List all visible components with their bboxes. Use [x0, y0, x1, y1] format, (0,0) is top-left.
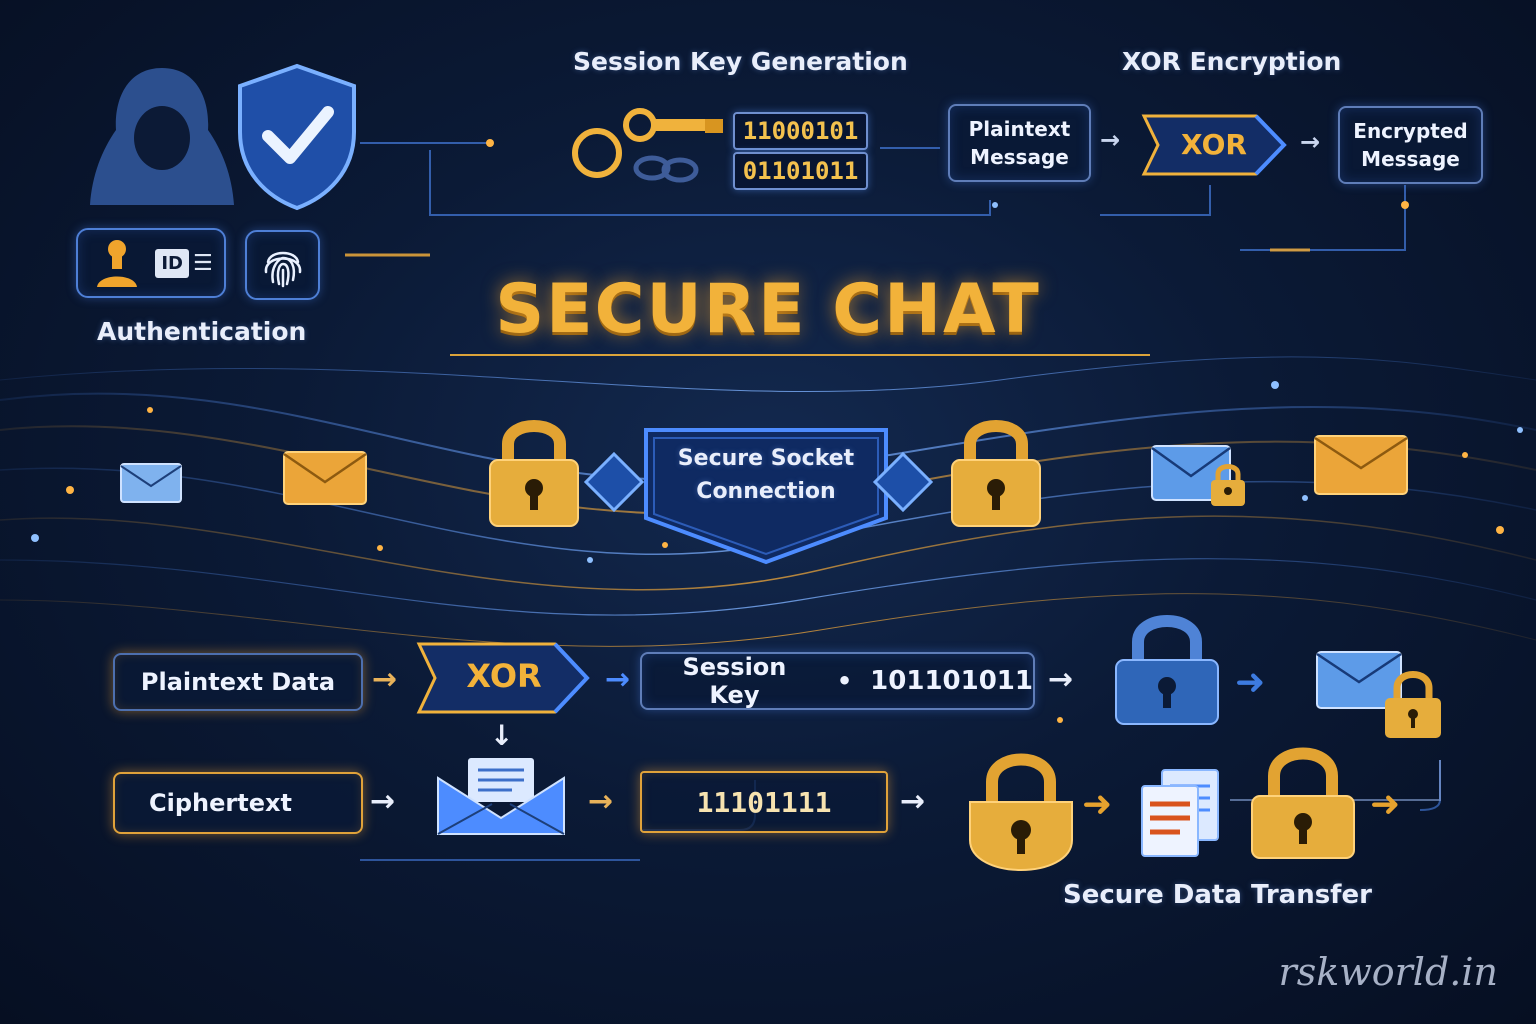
binary-value-2: 01101011	[733, 152, 868, 190]
arrow-to-blue-lock: →	[1048, 662, 1074, 697]
user-badge-icon	[97, 240, 138, 287]
plaintext-message-box: Plaintext Message	[948, 104, 1091, 182]
separator-dot: •	[836, 667, 853, 695]
arrow-to-documents: ➜	[1082, 784, 1113, 825]
xor-label-bottom: XOR	[466, 657, 542, 695]
xor-label-top: XOR	[1181, 128, 1247, 161]
envelope-icon	[120, 463, 182, 503]
id-lines-icon: ☰	[192, 250, 213, 276]
binary-value-1: 11000101	[733, 112, 868, 150]
session-key-generation-label: Session Key Generation	[573, 47, 908, 76]
chain-icon	[633, 155, 699, 183]
envelope-icon	[1151, 445, 1231, 501]
secure-socket-label: Secure Socket Connection	[677, 446, 855, 504]
id-card-icon: ID	[155, 248, 189, 278]
socket-connection-panel	[644, 428, 888, 565]
authentication-label: Authentication	[97, 317, 307, 346]
watermark: rskworld.in	[1278, 950, 1498, 994]
cipher-value-box: 11101111	[640, 771, 888, 833]
secure-data-transfer-label: Secure Data Transfer	[1063, 880, 1372, 910]
fingerprint-tile	[245, 230, 320, 300]
xor-badge-top	[1141, 114, 1287, 176]
plaintext-data-box: Plaintext Data	[113, 653, 363, 711]
arrow-to-envelope: →	[370, 784, 396, 819]
padlock-icon	[1115, 615, 1219, 725]
hacker-icon	[90, 68, 234, 205]
padlock-icon	[489, 420, 579, 527]
connector-diamond-left	[583, 451, 645, 513]
padlock-icon	[951, 420, 1041, 527]
arrow-to-gold-lock: →	[900, 784, 926, 819]
envelope-icon	[437, 758, 565, 835]
arrow-down-to-envelope: ↓	[490, 719, 514, 752]
encrypted-message-box: Encrypted Message	[1338, 106, 1483, 184]
padlock-icon	[1211, 464, 1245, 506]
arrow-final: ➜	[1370, 784, 1401, 825]
page-title: SECURE CHAT	[495, 270, 1041, 349]
key-icon	[572, 108, 723, 178]
padlock-icon	[969, 753, 1073, 872]
arrow-to-encrypted: →	[1300, 128, 1321, 156]
arrow-to-xor: →	[1100, 126, 1121, 154]
session-key-label: Session Key	[682, 653, 787, 709]
arrow-to-xor-bottom: →	[372, 662, 398, 697]
arrow-to-cipher-value: →	[588, 784, 614, 819]
connector-diamond-right	[872, 451, 934, 513]
envelope-icon	[283, 451, 367, 505]
user-badge-tile: ID ☰	[76, 228, 226, 298]
padlock-icon	[1251, 747, 1355, 859]
ciphertext-box: Ciphertext	[113, 772, 363, 834]
xor-badge-bottom	[416, 642, 590, 714]
session-key-box: Session Key • 101101011	[640, 652, 1035, 710]
document-icon	[1141, 769, 1219, 857]
arrow-to-session-key: →	[605, 662, 631, 697]
session-key-value: 101101011	[870, 666, 1033, 696]
envelope-icon	[1314, 435, 1408, 495]
fingerprint-icon	[264, 251, 301, 288]
padlock-icon	[1385, 671, 1441, 738]
shield-check-icon	[238, 63, 356, 211]
arrow-to-locked-envelope: ➜	[1235, 662, 1266, 703]
xor-encryption-label: XOR Encryption	[1122, 47, 1342, 76]
